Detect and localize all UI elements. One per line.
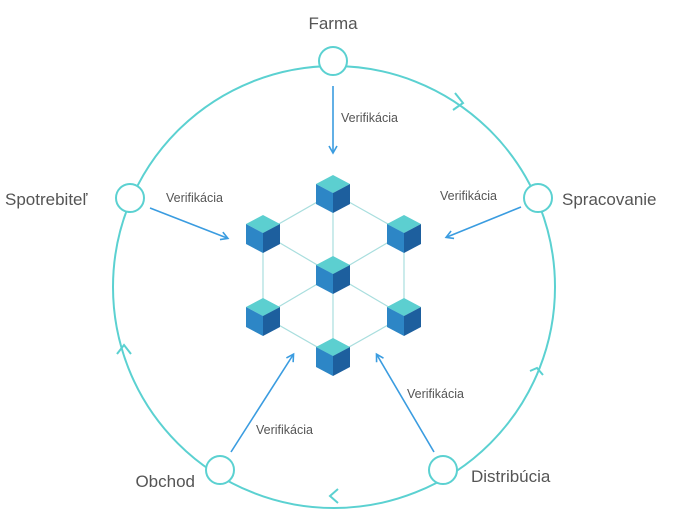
verification-label-distribucia: Verifikácia — [407, 387, 464, 401]
node-obchod-circle — [205, 455, 235, 485]
verification-arrow-spotrebitel — [149, 207, 230, 241]
verification-label-spracovanie: Verifikácia — [440, 189, 497, 203]
block-cube — [316, 338, 350, 376]
node-label-obchod: Obchod — [135, 472, 195, 491]
block-cube — [246, 215, 280, 253]
node-label-spracovanie: Spracovanie — [562, 190, 657, 209]
node-label-distribucia: Distribúcia — [471, 467, 551, 486]
verification-label-farma: Verifikácia — [341, 111, 398, 125]
verification-arrow-distribucia — [375, 352, 435, 453]
node-spracovanie-circle — [523, 183, 553, 213]
verification-label-obchod: Verifikácia — [256, 423, 313, 437]
block-cube — [246, 298, 280, 336]
cycle-flow-chevron — [529, 366, 544, 376]
cycle-flow-chevron — [328, 488, 339, 504]
block-cube — [387, 298, 421, 336]
node-label-farma: Farma — [308, 14, 358, 33]
block-cube — [387, 215, 421, 253]
cycle-flow-chevron — [452, 92, 465, 111]
node-label-spotrebitel: Spotrebiteľ — [5, 190, 88, 209]
block-cube — [316, 175, 350, 213]
verification-label-spotrebitel: Verifikácia — [166, 191, 223, 205]
cycle-flow-chevron — [116, 343, 132, 355]
verification-arrow-obchod — [230, 352, 295, 453]
node-distribucia-circle — [428, 455, 458, 485]
block-cube — [316, 256, 350, 294]
verification-arrow-spracovanie — [444, 206, 522, 240]
node-spotrebitel-circle — [115, 183, 145, 213]
node-farma-circle — [318, 46, 348, 76]
